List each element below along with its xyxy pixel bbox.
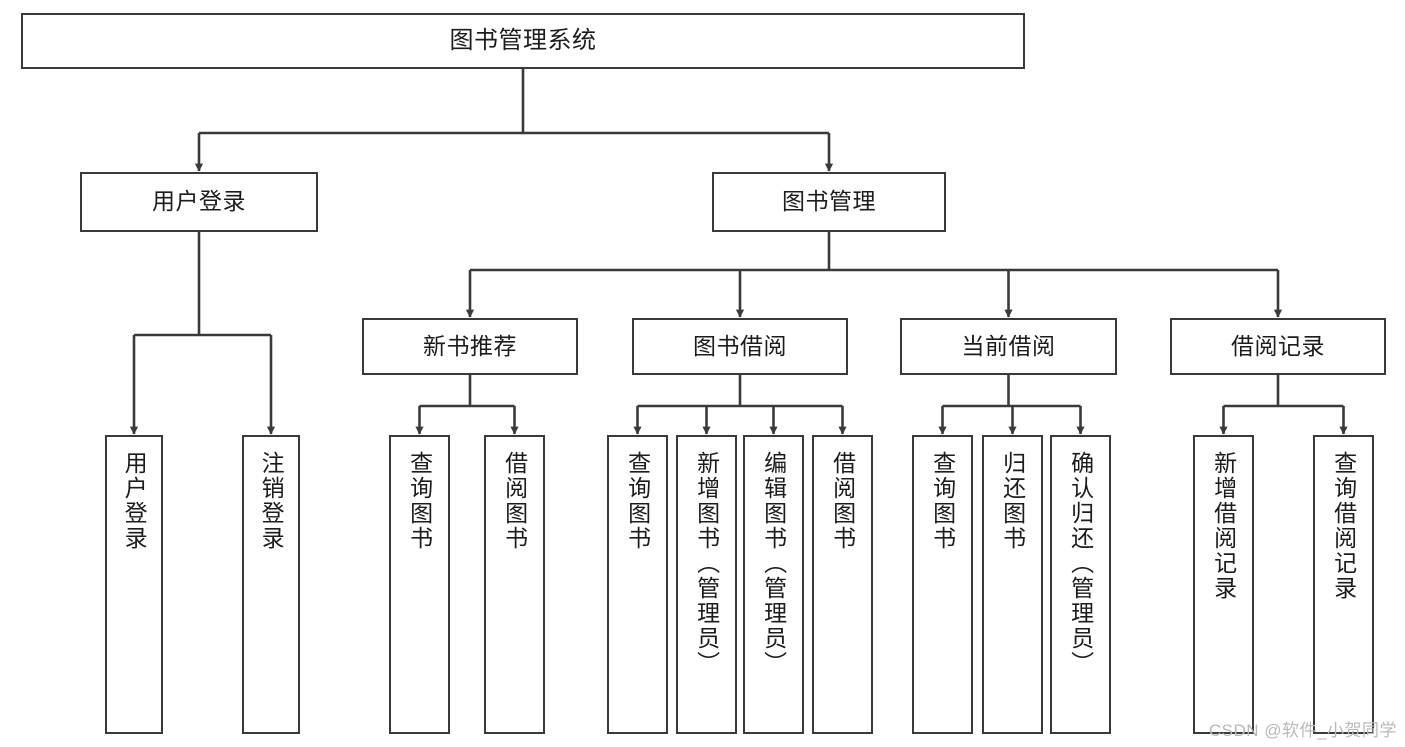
- node-label: 图书借阅: [693, 332, 787, 359]
- node-leaf-bor-4: 借阅图书: [812, 435, 873, 734]
- node-leaf-rec-1: 新增借阅记录: [1193, 435, 1254, 734]
- node-borrow: 图书借阅: [632, 318, 848, 375]
- node-current: 当前借阅: [900, 318, 1117, 375]
- node-label: 确认归还（管理员）: [1067, 451, 1094, 676]
- node-leaf-new-1: 查询图书: [389, 435, 450, 734]
- node-label: 借阅记录: [1231, 332, 1325, 359]
- node-label: 新增借阅记录: [1210, 451, 1237, 601]
- node-login: 用户登录: [80, 172, 318, 232]
- node-label: 借阅图书: [501, 451, 528, 551]
- node-leaf-bor-1: 查询图书: [607, 435, 668, 734]
- node-records: 借阅记录: [1170, 318, 1386, 375]
- node-label: 用户登录: [121, 451, 148, 551]
- node-newbook: 新书推荐: [362, 318, 578, 375]
- node-label: 查询图书: [929, 451, 956, 551]
- node-label: 借阅图书: [829, 451, 856, 551]
- node-label: 用户登录: [152, 188, 246, 215]
- node-leaf-cur-2: 归还图书: [982, 435, 1043, 734]
- node-leaf-login-2: 注销登录: [242, 435, 300, 734]
- node-label: 图书管理: [782, 188, 876, 215]
- node-leaf-cur-1: 查询图书: [912, 435, 973, 734]
- node-leaf-rec-2: 查询借阅记录: [1313, 435, 1374, 734]
- node-leaf-bor-3: 编辑图书（管理员）: [743, 435, 804, 734]
- node-leaf-login-1: 用户登录: [105, 435, 163, 734]
- node-label: 查询图书: [406, 451, 433, 551]
- node-leaf-new-2: 借阅图书: [484, 435, 545, 734]
- node-label: 新增图书（管理员）: [693, 451, 720, 676]
- node-leaf-bor-2: 新增图书（管理员）: [676, 435, 737, 734]
- node-label: 注销登录: [258, 451, 285, 551]
- node-label: 当前借阅: [961, 332, 1056, 359]
- node-root: 图书管理系统: [21, 13, 1025, 69]
- node-label: 图书管理系统: [449, 26, 597, 54]
- node-label: 编辑图书（管理员）: [760, 451, 787, 676]
- node-bookmgmt: 图书管理: [712, 172, 946, 232]
- node-label: 新书推荐: [423, 332, 517, 359]
- node-label: 归还图书: [999, 451, 1026, 551]
- node-label: 查询图书: [624, 451, 651, 551]
- node-leaf-cur-3: 确认归还（管理员）: [1050, 435, 1111, 734]
- csdn-watermark: CSDN @软件_小贺同学: [1208, 721, 1397, 740]
- node-label: 查询借阅记录: [1330, 451, 1357, 601]
